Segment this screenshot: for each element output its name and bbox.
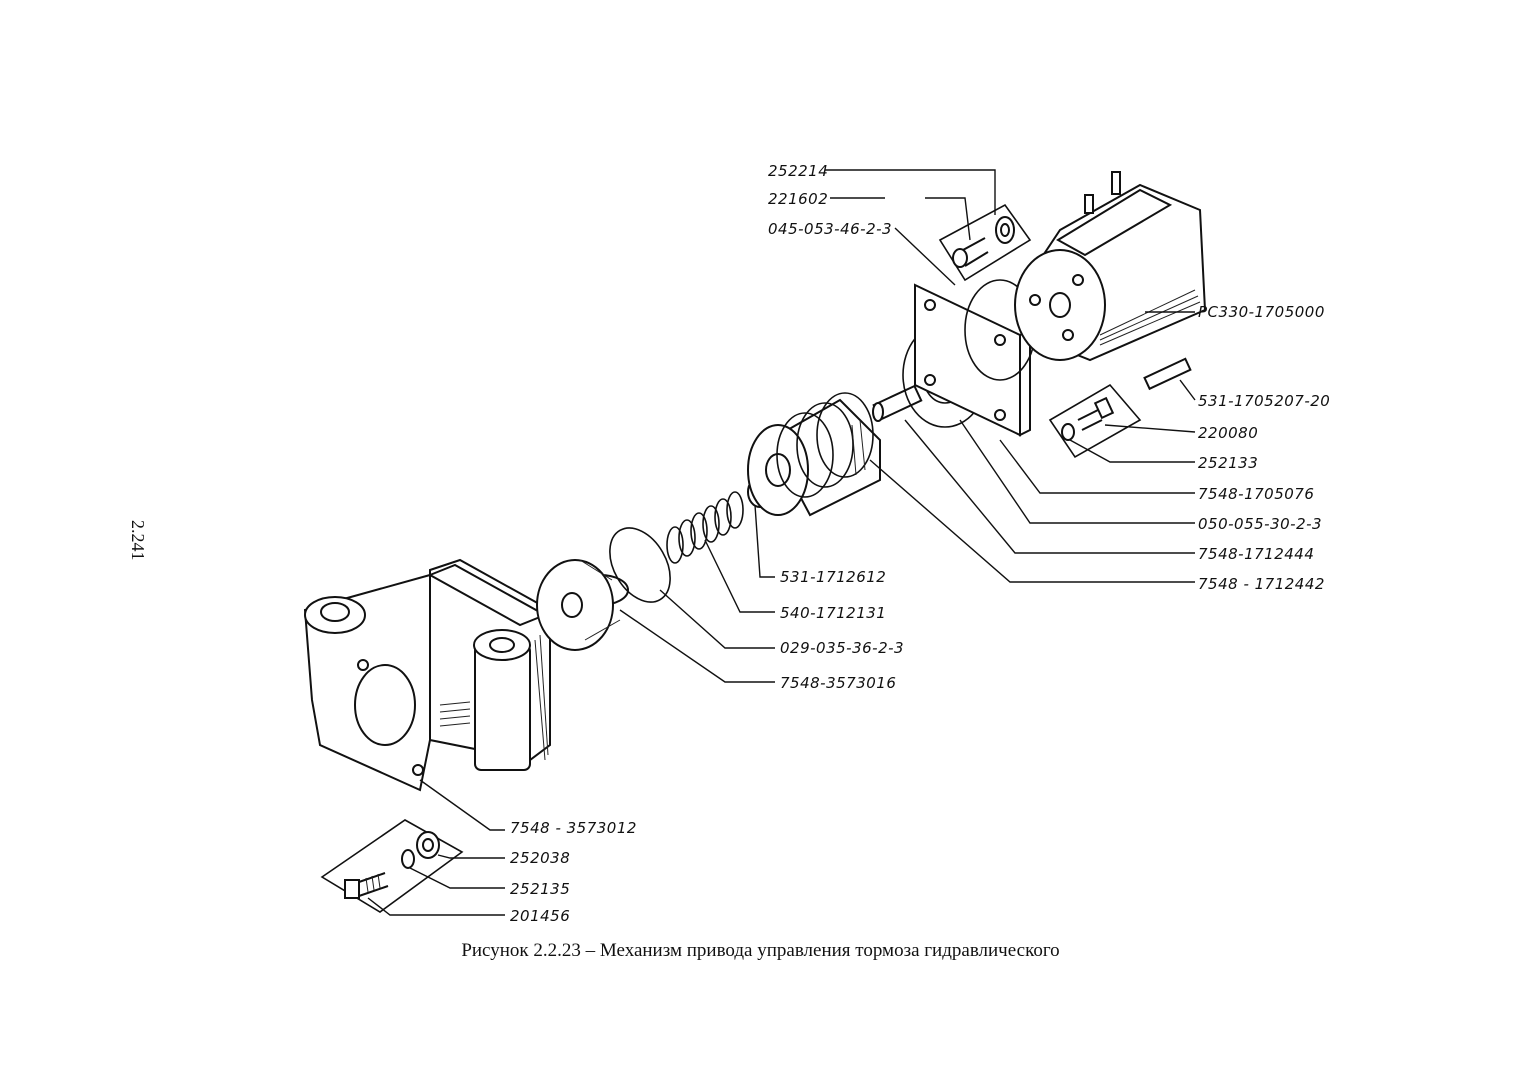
housing-part <box>303 558 551 792</box>
part-label: 531-1712612 <box>780 568 886 586</box>
part-label: 201456 <box>510 907 570 925</box>
pin-part <box>1143 357 1192 391</box>
flange-plate-part <box>914 283 1031 437</box>
screw-part <box>952 237 989 268</box>
hydraulic-unit-part <box>1014 171 1207 362</box>
part-label: PC330-1705000 <box>1198 303 1325 321</box>
washer-part <box>995 216 1015 244</box>
o-ring-part <box>609 527 671 603</box>
part-label: 220080 <box>1198 424 1258 442</box>
part-label: 252214 <box>768 162 828 180</box>
part-label: 531-1705207-20 <box>1198 392 1330 410</box>
bolt-part <box>1077 396 1115 431</box>
part-label: 7548-3573016 <box>780 674 896 692</box>
part-label: 252135 <box>510 880 570 898</box>
part-label: 252038 <box>510 849 570 867</box>
part-label: 045-053-46-2-3 <box>768 220 892 238</box>
piston-part <box>536 559 629 651</box>
part-label: 7548 - 3573012 <box>510 819 637 837</box>
part-label: 029-035-36-2-3 <box>780 639 904 657</box>
valve-body-part <box>747 392 881 517</box>
part-label: 221602 <box>768 190 828 208</box>
shaft-part <box>872 384 923 422</box>
bolt-part <box>344 872 389 899</box>
part-label: 7548 - 1712442 <box>1198 575 1325 593</box>
part-label: 252133 <box>1198 454 1258 472</box>
part-label: 7548-1712444 <box>1198 545 1314 563</box>
figure-caption: Рисунок 2.2.23 – Механизм привода управл… <box>461 940 1060 961</box>
spring-washer-part <box>401 849 415 869</box>
part-label: 540-1712131 <box>780 604 886 622</box>
part-label: 7548-1705076 <box>1198 485 1314 503</box>
spring-part <box>666 491 744 564</box>
leader-lines <box>367 169 1196 916</box>
washer-part <box>416 831 440 859</box>
part-label: 050-055-30-2-3 <box>1198 515 1322 533</box>
spring-washer-part <box>1061 423 1075 441</box>
